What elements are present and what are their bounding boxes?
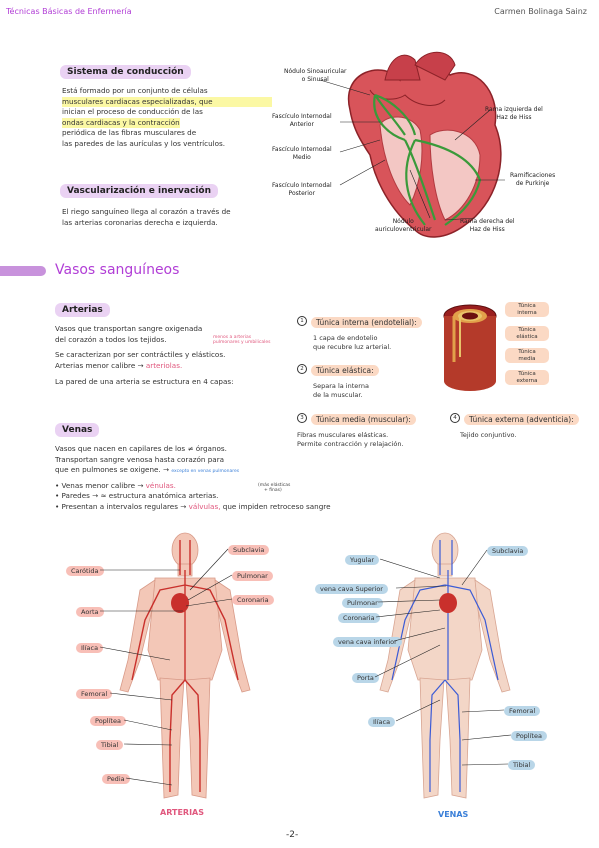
- vasc-title: Vascularización e inervación: [60, 184, 219, 198]
- label-sinoatrial: Nódulo Sinoauricular o Sinusal: [284, 68, 347, 83]
- vein-label-iliaca: Ilíaca: [368, 717, 396, 727]
- vein-label-tibial: Tibial: [508, 760, 536, 770]
- artery-label-pulmonar: Pulmonar: [232, 571, 273, 581]
- label-anterior-fascicle: Fascículo Internodal Anterior: [272, 113, 332, 128]
- artery-label-aorta: Aorta: [76, 607, 104, 617]
- conduction-title: Sistema de conducción: [60, 65, 191, 79]
- artery-label-pedia: Pedia: [102, 774, 130, 784]
- artery-wall-illustration: [443, 304, 497, 391]
- veins-text: Vasos que nacen en capilares de los ≠ ór…: [55, 444, 331, 511]
- arterial-body-figure: [119, 532, 251, 799]
- author-name: Carmen Bolinaga Sainz: [494, 7, 587, 16]
- wall-label-media: Túnica media: [505, 348, 549, 363]
- conduction-paragraph: Está formado por un conjunto de células …: [62, 86, 272, 149]
- vein-label-poplitea: Poplítea: [511, 731, 547, 741]
- course-title: Técnicas Básicas de Enfermería: [6, 7, 132, 16]
- veins-wall-note: (más elásticas + finas): [258, 483, 291, 493]
- artery-label-subclavia: Subclavia: [228, 545, 270, 555]
- artery-label-poplitea: Poplítea: [90, 716, 126, 726]
- caption-arterias: ARTERIAS: [160, 808, 205, 817]
- vein-label-cava-sup: vena cava Superior: [315, 584, 388, 594]
- artery-label-iliaca: Ilíaca: [76, 643, 104, 653]
- label-middle-fascicle: Fascículo Internodal Medio: [272, 146, 332, 161]
- page-number: -2-: [286, 830, 299, 840]
- label-his-left: Rama izquierda del Haz de Hiss: [485, 106, 543, 121]
- label-purkinje: Ramificaciones de Purkinje: [510, 172, 556, 187]
- vein-label-femoral: Femoral: [504, 706, 541, 716]
- artery-label-tibial: Tibial: [96, 740, 124, 750]
- wall-label-elastica: Túnica elástica: [505, 326, 549, 341]
- artery-label-femoral: Femoral: [76, 689, 113, 699]
- vein-label-coronaria: Coronaria: [338, 613, 380, 623]
- arteries-title: Arterias: [55, 303, 110, 317]
- artery-label-carotida: Carótida: [66, 566, 104, 576]
- label-posterior-fascicle: Fascículo Internodal Posterior: [272, 182, 332, 197]
- veins-title: Venas: [55, 423, 100, 437]
- arteries-text: Vasos que transportan sangre oxigenada d…: [55, 324, 271, 386]
- section-title-vessels: Vasos sanguíneos: [55, 262, 180, 278]
- heart-illustration: [319, 51, 505, 238]
- vein-label-subclavia: Subclavia: [487, 546, 529, 556]
- vein-label-cava-inf: vena cava inferior: [333, 637, 402, 647]
- artery-label-coronaria: Coronaria: [232, 595, 274, 605]
- vasc-paragraph: El riego sanguíneo llega al corazón a tr…: [62, 207, 231, 227]
- vein-label-pulmonar: Pulmonar: [342, 598, 383, 608]
- heart-shape: [347, 51, 502, 238]
- arteries-note: menos a arterias pulmonares y umbilicale…: [213, 334, 271, 345]
- venous-body-figure: [379, 532, 511, 799]
- heart-leader-lines: [319, 79, 505, 221]
- wall-label-externa: Túnica externa: [505, 370, 549, 385]
- vein-label-yugular: Yugular: [345, 555, 380, 565]
- vein-label-porta: Porta: [352, 673, 379, 683]
- section-bar: [0, 266, 46, 276]
- wall-label-interna: Túnica interna: [505, 302, 549, 317]
- caption-venas: VENAS: [438, 810, 469, 819]
- label-his-right: Rama derecha del Haz de Hiss: [460, 218, 515, 233]
- label-av-node: Nódulo auriculoventricular: [375, 218, 432, 233]
